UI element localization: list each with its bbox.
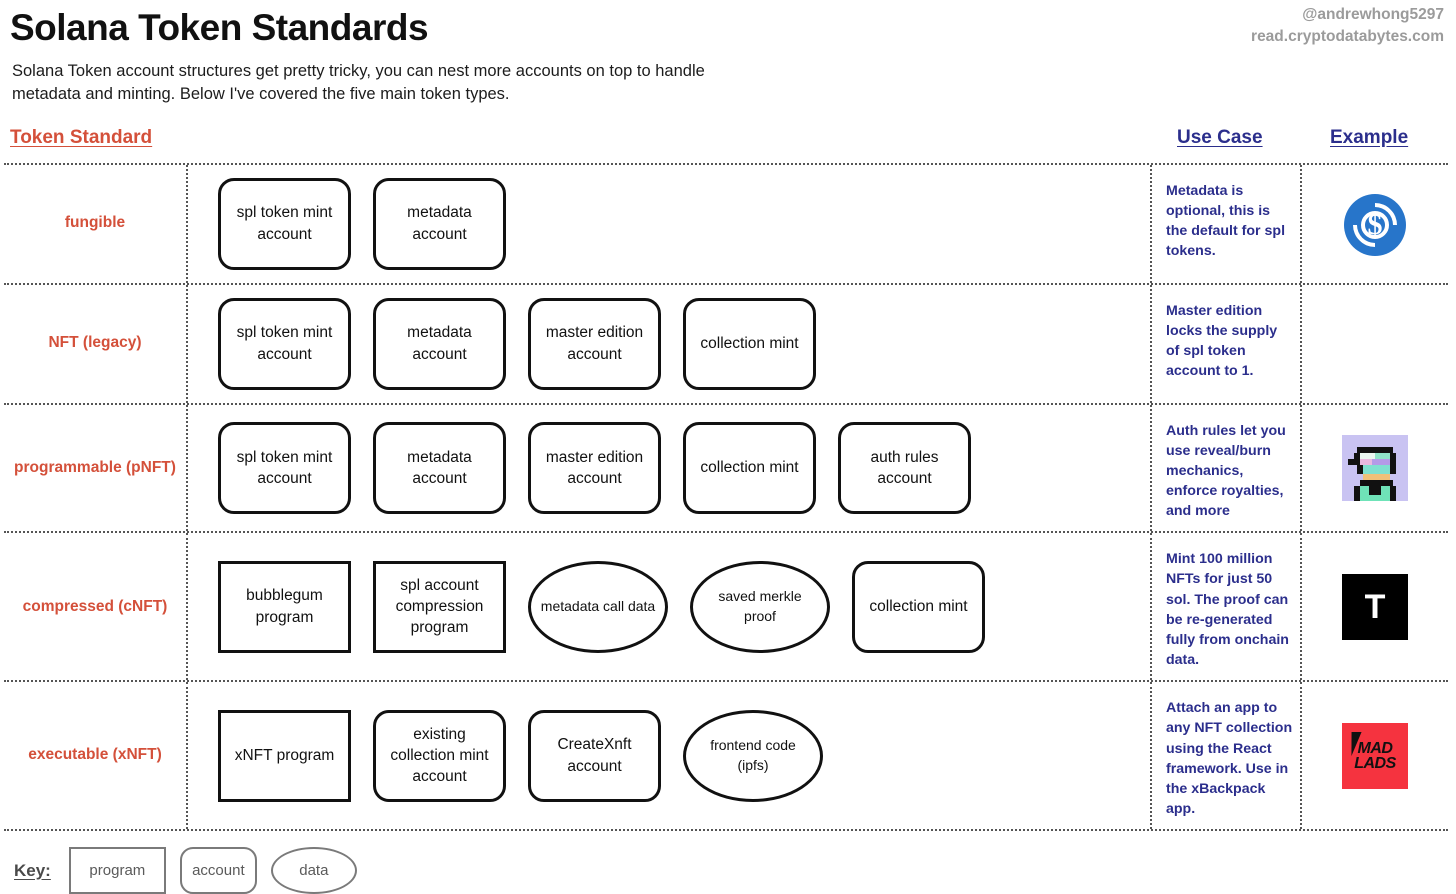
- node-account: metadata account: [373, 421, 506, 514]
- node-account: collection mint: [683, 297, 816, 390]
- attribution-handle: @andrewhong5297: [1302, 6, 1444, 23]
- key-legend: Key: program account data: [14, 847, 1456, 894]
- node-account: collection mint: [852, 560, 985, 653]
- tensor-logo: T: [1342, 573, 1408, 640]
- example-cell: T: [1302, 533, 1448, 680]
- node-data: saved merkle proof: [690, 560, 830, 653]
- key-label: Key:: [14, 860, 51, 880]
- page-subtitle: Solana Token account structures get pret…: [12, 61, 705, 104]
- use-case-text: Master edition locks the supply of spl t…: [1150, 284, 1302, 403]
- column-header-use-case: Use Case: [1177, 126, 1263, 148]
- attribution: @andrewhong5297 read.cryptodatabytes.com: [1251, 4, 1444, 49]
- column-header-token-standard: Token Standard: [10, 126, 153, 148]
- example-cell: [1302, 405, 1448, 532]
- node-data: metadata call data: [528, 560, 668, 653]
- key-shape-account: account: [179, 847, 257, 894]
- node-account: collection mint: [683, 421, 816, 514]
- usdc-inner-ring-icon: [1361, 210, 1389, 239]
- example-cell: [1302, 285, 1448, 403]
- node-account: master edition account: [528, 421, 661, 514]
- column-header-example: Example: [1330, 126, 1409, 148]
- node-data: frontend code (ipfs): [683, 709, 823, 802]
- token-standard-label: fungible: [4, 164, 188, 283]
- use-case-text: Mint 100 million NFTs for just 50 sol. T…: [1150, 533, 1302, 681]
- key-shape-program: program: [68, 847, 166, 894]
- token-standard-label: compressed (cNFT): [4, 533, 188, 681]
- token-standard-label: executable (xNFT): [4, 682, 188, 830]
- example-cell: $: [1302, 165, 1448, 283]
- page-header: Solana Token Standards Solana Token acco…: [0, 0, 1456, 107]
- node-account: metadata account: [373, 177, 506, 270]
- node-account: spl token mint account: [218, 177, 351, 270]
- node-account: spl token mint account: [218, 421, 351, 514]
- mad-lads-line-2: LADS: [1354, 754, 1396, 772]
- node-account: auth rules account: [838, 421, 971, 514]
- table-row: programmable (pNFT)spl token mint accoun…: [4, 404, 1448, 534]
- usdc-logo: $: [1343, 193, 1407, 256]
- use-case-text: Attach an app to any NFT collection usin…: [1150, 682, 1302, 830]
- dollar-sign-icon: $: [1367, 207, 1383, 241]
- pixel-avatar-nft: [1342, 434, 1408, 501]
- key-shape-data: data: [270, 847, 357, 894]
- use-case-text: Metadata is optional, this is the defaul…: [1150, 164, 1302, 283]
- token-standard-label: NFT (legacy): [4, 284, 188, 403]
- node-account: metadata account: [373, 297, 506, 390]
- node-account: CreateXnft account: [528, 709, 661, 802]
- node-account: master edition account: [528, 297, 661, 390]
- node-program: spl account compression program: [373, 560, 506, 653]
- node-program: bubblegum program: [218, 560, 351, 653]
- node-account: existing collection mint account: [373, 709, 506, 802]
- node-account: spl token mint account: [218, 297, 351, 390]
- mad-lads-line-1: MAD: [1357, 739, 1393, 757]
- column-headers: Token Standard Use Case Example: [0, 127, 1456, 163]
- page-title: Solana Token Standards: [10, 7, 429, 48]
- attribution-site: read.cryptodatabytes.com: [1251, 28, 1444, 46]
- node-program: xNFT program: [218, 709, 351, 802]
- token-standard-label: programmable (pNFT): [4, 404, 188, 532]
- use-case-text: Auth rules let you use reveal/burn mecha…: [1150, 404, 1302, 532]
